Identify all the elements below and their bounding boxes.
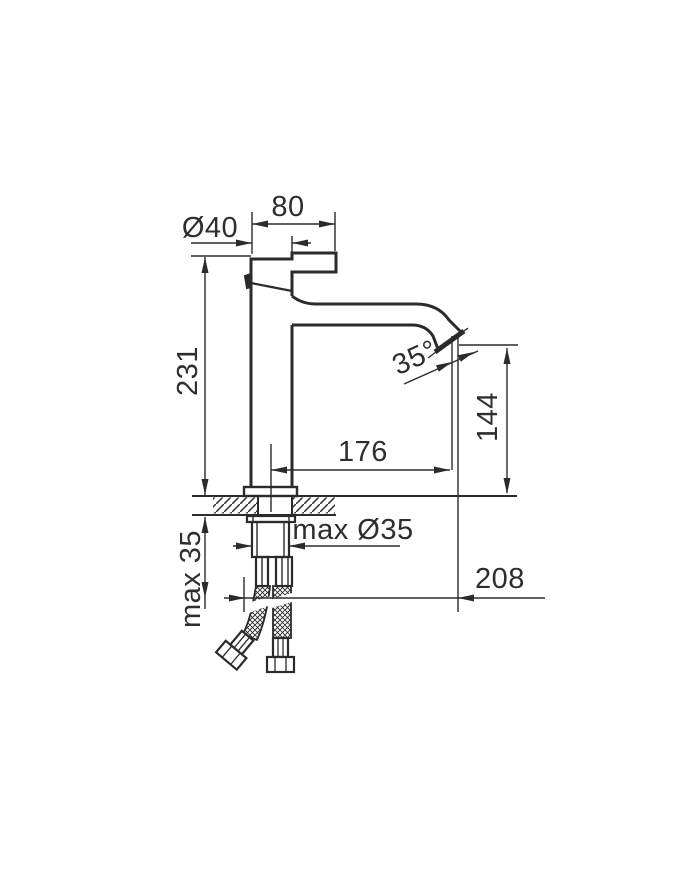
handle-diagonal-edge (250, 281, 293, 293)
supply-hoses (214, 585, 296, 674)
hose-fitting-right (265, 636, 296, 674)
arrow-176-left (271, 466, 287, 474)
fitting-collar-ridges (277, 638, 284, 657)
dim-label-hole-diameter: max Ø35 (292, 514, 414, 546)
dim-label-overall-depth: 208 (475, 563, 525, 595)
hose-fitting-left (214, 629, 255, 672)
arrow-208-right (458, 594, 474, 602)
fitting-hex-nut (265, 655, 296, 674)
handle-nose (243, 272, 252, 290)
fitting-hex-nut (214, 639, 248, 672)
arrow-d40-left (236, 239, 252, 247)
fitting-collar (271, 636, 290, 659)
dimension-arrowheads (201, 220, 511, 602)
fitting-nut-facets (221, 645, 241, 665)
ext-line-outlet-face (427, 327, 469, 359)
arrow-max-35-top (201, 517, 209, 533)
deck-hole-edges (257, 496, 293, 515)
arrow-231-bottom (201, 479, 209, 495)
arrow-d40-right (292, 239, 308, 247)
hose-right (272, 585, 292, 639)
fitting-nut-facets (274, 657, 287, 672)
dim-label-spout-reach: 176 (338, 436, 388, 468)
arrow-208-left (229, 594, 245, 602)
fitting-collar-ridges (233, 633, 251, 652)
arrow-231-top (201, 257, 209, 273)
arrow-max-d35-right (289, 542, 305, 550)
dim-label-body-diameter: Ø40 (181, 212, 239, 244)
mounting-deck (192, 495, 517, 516)
mounting-nut (250, 520, 291, 559)
deck-hatch-right (293, 497, 335, 514)
arrow-max-35-bottom (201, 582, 209, 598)
deck-hatch-left (213, 497, 258, 514)
arrow-144-top (503, 348, 511, 364)
hose-stud-right (274, 555, 294, 588)
faucet-body-and-handle (249, 251, 338, 487)
arrow-80-left (252, 220, 268, 228)
spout-top-edge (291, 294, 464, 335)
dim-label-deck-thickness: max 35 (175, 529, 207, 629)
arrow-80-right (319, 220, 335, 228)
arrow-35deg-outer (458, 352, 474, 362)
dim-label-total-height: 231 (172, 346, 204, 396)
spout-bottom-edge (292, 323, 440, 350)
arrow-144-bottom (503, 478, 511, 494)
mounting-hardware (245, 514, 297, 588)
arrow-176-right (434, 466, 450, 474)
dim-label-outlet-height: 144 (472, 392, 504, 442)
hose-stud-ridges (261, 557, 289, 586)
dim-label-handle-width: 80 (271, 191, 305, 223)
arrow-max-d35-left (236, 542, 252, 550)
arrow-35deg-inner (436, 362, 452, 372)
hose-left (241, 585, 271, 642)
mounting-nut-facets (256, 522, 285, 557)
